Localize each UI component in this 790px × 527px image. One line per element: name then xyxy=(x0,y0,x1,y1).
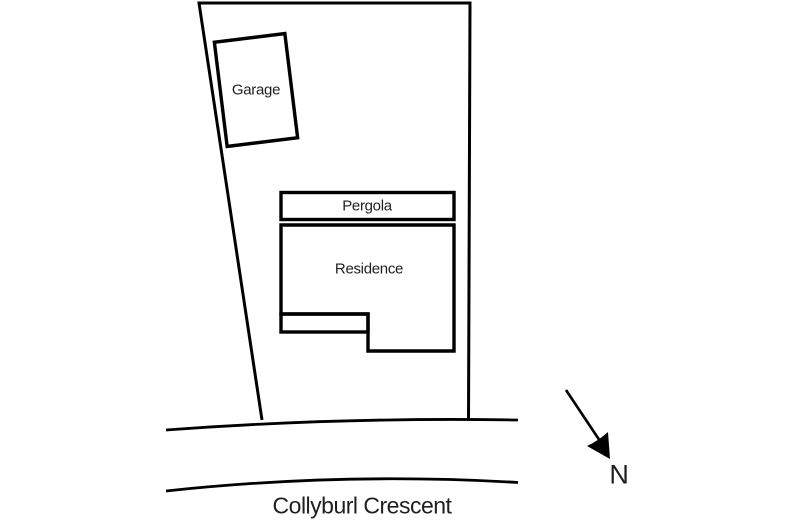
north-arrow-head xyxy=(587,432,610,459)
property-boundary xyxy=(197,1,472,422)
north-arrow-shaft xyxy=(564,389,602,442)
residence-label: Residence xyxy=(334,260,404,278)
north-arrow xyxy=(564,389,610,459)
pergola-outline xyxy=(279,190,456,222)
road-edge-far xyxy=(165,477,519,493)
street-label: Collyburl Crescent xyxy=(272,492,452,519)
road-edge-near xyxy=(165,418,519,432)
north-label: N xyxy=(609,459,629,490)
garage-label: Garage xyxy=(231,81,281,99)
garage-outline xyxy=(212,31,300,149)
pergola-label: Pergola xyxy=(342,197,392,215)
porch-outline xyxy=(279,312,370,334)
